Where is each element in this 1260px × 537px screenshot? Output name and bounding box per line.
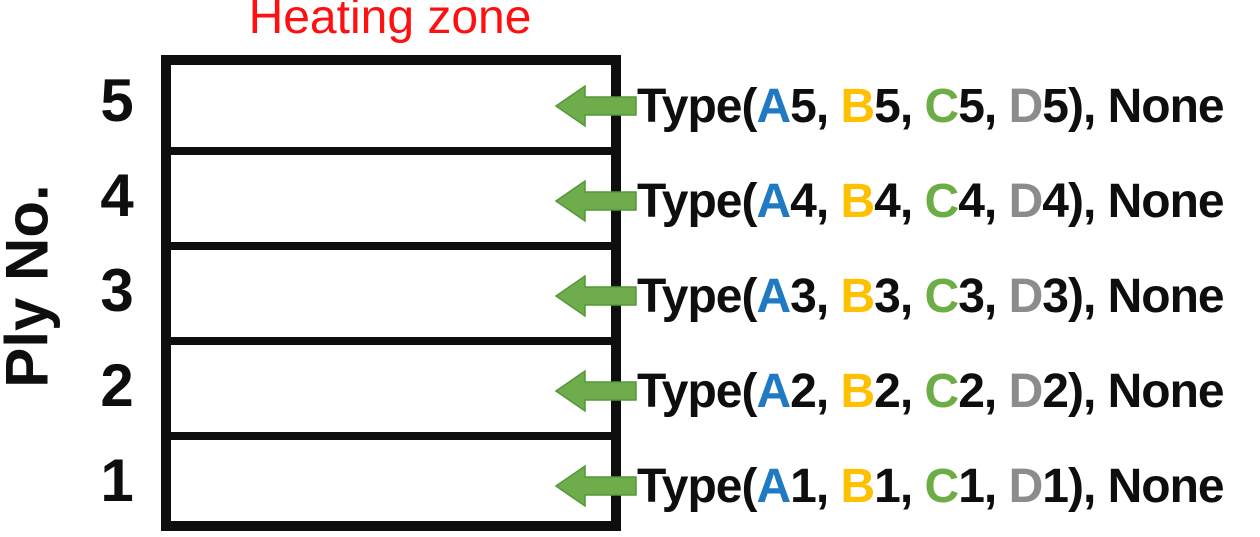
type-b-letter: B [840, 459, 876, 513]
type-b-letter: B [840, 364, 876, 418]
type-a-letter: A [756, 459, 791, 513]
ply-stack-box [161, 55, 621, 531]
type-c-letter: C [924, 79, 960, 133]
type-c-letter: C [924, 459, 960, 513]
type-b-letter: B [840, 269, 876, 323]
left-arrow-icon [555, 84, 637, 128]
type-a-letter: A [756, 364, 791, 418]
type-c-letter: C [924, 269, 960, 323]
ply-divider [171, 147, 611, 155]
ply-divider [171, 242, 611, 250]
type-d-letter: D [1008, 79, 1044, 133]
type-b-letter: B [840, 174, 876, 228]
type-a-letter: A [756, 79, 791, 133]
ply-type-label: Type(A5, B5, C5, D5), None [637, 79, 1225, 133]
left-arrow-icon [555, 179, 637, 223]
type-d-letter: D [1008, 269, 1044, 323]
ply-number-axis-label: Ply No. [0, 184, 61, 388]
type-c-letter: C [924, 174, 960, 228]
ply-annotation-row: Type(A2, B2, C2, D2), None [555, 363, 1225, 419]
ply-annotation-row: Type(A5, B5, C5, D5), None [555, 78, 1225, 134]
ply-annotation-row: Type(A1, B1, C1, D1), None [555, 458, 1225, 514]
ply-type-label: Type(A4, B4, C4, D4), None [637, 174, 1225, 228]
ply-number-4: 4 [100, 162, 134, 229]
type-d-letter: D [1008, 364, 1044, 418]
left-arrow-icon [555, 274, 637, 318]
type-d-letter: D [1008, 174, 1044, 228]
ply-type-label: Type(A2, B2, C2, D2), None [637, 364, 1225, 418]
type-a-letter: A [756, 174, 791, 228]
ply-number-5: 5 [100, 67, 134, 134]
ply-divider [171, 337, 611, 345]
ply-type-label: Type(A3, B3, C3, D3), None [637, 269, 1225, 323]
ply-annotation-row: Type(A3, B3, C3, D3), None [555, 268, 1225, 324]
type-b-letter: B [840, 79, 876, 133]
ply-number-2: 2 [100, 352, 134, 419]
ply-number-1: 1 [100, 447, 134, 514]
ply-number-3: 3 [100, 257, 134, 324]
type-d-letter: D [1008, 459, 1044, 513]
left-arrow-icon [555, 369, 637, 413]
type-a-letter: A [756, 269, 791, 323]
heating-zone-title: Heating zone [248, 0, 532, 44]
ply-divider [171, 432, 611, 440]
ply-type-label: Type(A1, B1, C1, D1), None [637, 459, 1225, 513]
type-c-letter: C [924, 364, 960, 418]
left-arrow-icon [555, 464, 637, 508]
ply-annotation-row: Type(A4, B4, C4, D4), None [555, 173, 1225, 229]
